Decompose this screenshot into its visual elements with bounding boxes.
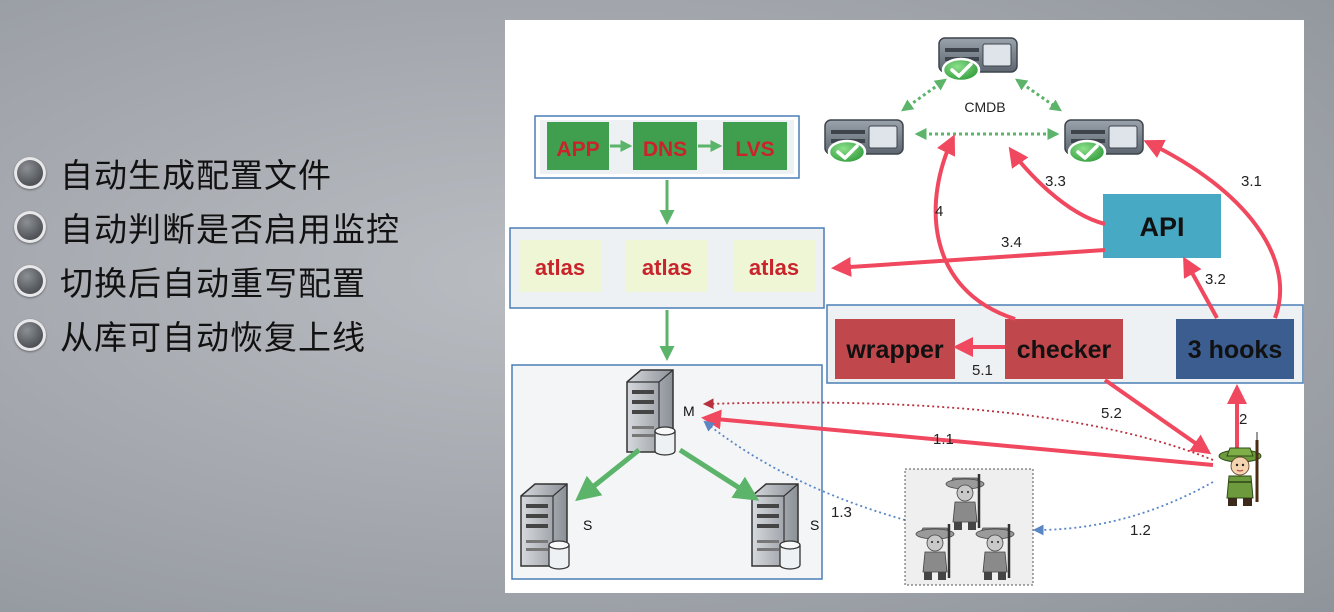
atlas-node [733,240,815,292]
app-label: APP [556,138,599,161]
slave-server-icon [520,483,570,570]
bullet-icon [14,265,46,297]
diagram-canvas: CMDB APP DNS LVS atlas atlas atlas M S S [509,36,1304,586]
mha-layer: wrapper checker 3 hooks [826,304,1304,384]
edge-label: 1.2 [1130,522,1151,539]
manager-soldier-icon [1217,430,1263,508]
checker-to-manager-arrow [1103,378,1212,455]
bullet-text: 自动生成配置文件 [60,156,332,195]
checker-to-cmdb-arrow [933,134,1016,321]
bullet-icon [14,319,46,351]
edge-labels: 3.1 3.2 3.3 3.4 4 5.1 5.2 2 1.1 1.2 1.3 [831,173,1262,539]
slave-label: S [810,517,819,533]
db-cluster: M S S [511,364,823,580]
atlas-label: atlas [642,255,692,280]
cmdb-server-icon [937,36,1019,83]
hooks-node [1176,319,1294,379]
bullet-item: 自动判断是否启用监控 [14,200,400,254]
api-node [1103,194,1221,258]
lvs-node [723,122,787,170]
bullet-item: 从库可自动恢复上线 [14,308,400,362]
control-arrows [701,134,1283,467]
edge-label: 4 [935,203,943,220]
bullet-item: 切换后自动重写配置 [14,254,400,308]
replication-arrow [575,448,641,502]
atlas-label: atlas [749,255,799,280]
hooks-to-api-arrow [1183,256,1219,319]
architecture-diagram: CMDB APP DNS LVS atlas atlas atlas M S S [505,20,1304,593]
slave-server-icon [751,483,801,570]
checker-label: checker [1017,336,1112,364]
lvs-label: LVS [735,138,774,161]
edge-label: 3.3 [1045,173,1066,190]
wrapper-node [835,319,955,379]
api-label: API [1139,212,1184,242]
edge-label: 5.2 [1101,405,1122,422]
manager-to-master-arrow [701,409,1214,467]
api-to-atlas-arrow [831,248,1106,277]
wrapper-label: wrapper [845,336,944,364]
edge-label: 3.1 [1241,173,1262,190]
cmdb-sync-arrow [1015,78,1062,112]
api-to-cmdb-arrow [1008,146,1106,226]
master-label: M [683,403,695,419]
cmdb-server-icon [1063,118,1145,165]
dns-label: DNS [643,138,687,161]
agent-group [904,468,1034,586]
bullet-text: 从库可自动恢复上线 [60,318,366,357]
cmdb-cluster: CMDB [823,36,1145,165]
checker-node [1005,319,1123,379]
hooks-to-cmdb-arrow [1143,139,1283,319]
bullet-icon [14,211,46,243]
cmdb-sync-arrow [901,78,947,112]
atlas-layer: atlas atlas atlas [509,227,825,309]
master-server-icon [626,369,676,456]
agents-to-master-arrow [703,420,906,521]
cmdb-label: CMDB [964,99,1005,115]
cmdb-server-icon [823,118,905,165]
atlas-label: atlas [535,255,585,280]
edge-label: 3.4 [1001,234,1022,251]
edge-label: 1.1 [933,431,954,448]
bullet-icon [14,157,46,189]
hooks-label: 3 hooks [1188,336,1282,364]
bullet-item: 自动生成配置文件 [14,146,400,200]
dns-node [633,122,697,170]
slave-label: S [583,517,592,533]
atlas-node [626,240,708,292]
manager-to-agents-arrow [1032,481,1214,536]
bullet-text: 切换后自动重写配置 [60,264,366,303]
atlas-node [519,240,601,292]
edge-label: 3.2 [1205,271,1226,288]
edge-label: 1.3 [831,504,852,521]
bullet-text: 自动判断是否启用监控 [60,210,400,249]
replication-arrow [678,447,760,501]
edge-label: 5.1 [972,362,993,379]
entry-chain: APP DNS LVS [534,115,800,179]
edge-label: 2 [1239,411,1247,428]
bullet-list: 自动生成配置文件 自动判断是否启用监控 切换后自动重写配置 从库可自动恢复上线 [14,146,400,362]
app-node [547,122,609,170]
